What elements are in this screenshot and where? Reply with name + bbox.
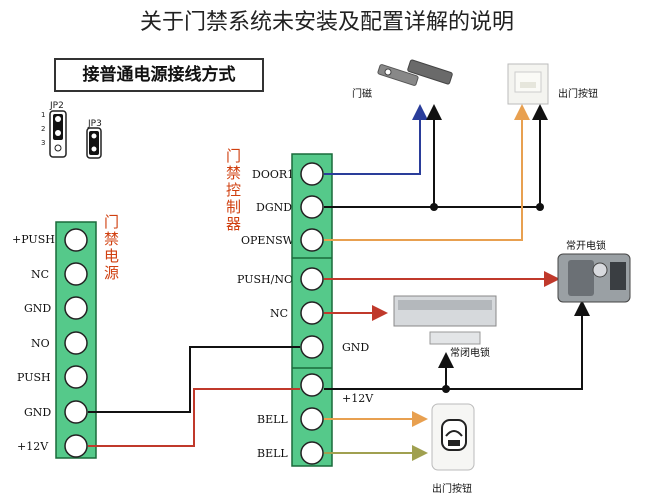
jumper-pin-2: 2 <box>41 125 46 133</box>
controller-terminal-push-no: PUSH/NO <box>237 273 293 286</box>
controller-terminal-bell-2: BELL <box>257 447 288 460</box>
jumper-jp2-label: JP2 <box>50 101 64 111</box>
normally-closed-lock-icon <box>393 295 497 345</box>
diagram-title: 接普通电源接线方式 <box>54 58 264 92</box>
power-terminal-block <box>55 221 97 459</box>
door-sensor-icon <box>377 59 453 86</box>
power-terminal-gnd: GND <box>24 302 52 315</box>
normally-closed-lock-label: 常闭电锁 <box>450 348 490 359</box>
controller-terminal-bell-1: BELL <box>257 413 288 426</box>
jumper-jp2 <box>49 110 67 158</box>
power-supply-label: 门禁电源 <box>104 213 120 282</box>
exit-button-bottom-icon <box>431 403 475 471</box>
controller-label: 门禁控制器 <box>226 147 242 233</box>
normally-open-lock-label: 常开电锁 <box>566 241 606 252</box>
controller-terminal-opensw: OPENSW <box>241 234 294 247</box>
exit-button-top-icon <box>507 63 549 105</box>
controller-terminal-dgnd: DGND <box>256 201 293 214</box>
controller-terminal-nc: NC <box>270 307 289 320</box>
exit-button-bottom-label: 出门按钮 <box>432 484 472 495</box>
power-terminal-gnd-2: GND <box>24 406 52 419</box>
controller-terminal-door1: DOOR1 <box>252 168 295 181</box>
controller-terminal-gnd: GND <box>342 341 370 354</box>
controller-terminal-12v: +12V <box>342 392 374 405</box>
jumper-jp3-label: JP3 <box>88 119 102 129</box>
exit-button-top-label: 出门按钮 <box>558 89 598 100</box>
normally-open-lock-icon <box>557 253 631 303</box>
jumper-pin-1: 1 <box>41 111 46 119</box>
power-terminal-push-plus: +PUSH <box>12 233 55 246</box>
power-terminal-no: NO <box>31 337 50 350</box>
jumper-pin-3: 3 <box>41 139 46 147</box>
jumper-jp3 <box>86 127 102 159</box>
page-title: 关于门禁系统未安装及配置详解的说明 <box>139 10 514 35</box>
power-terminal-nc: NC <box>31 268 50 281</box>
door-sensor-label: 门磁 <box>352 89 372 100</box>
power-terminal-push: PUSH <box>17 371 51 384</box>
power-terminal-12v: +12V <box>17 440 49 453</box>
